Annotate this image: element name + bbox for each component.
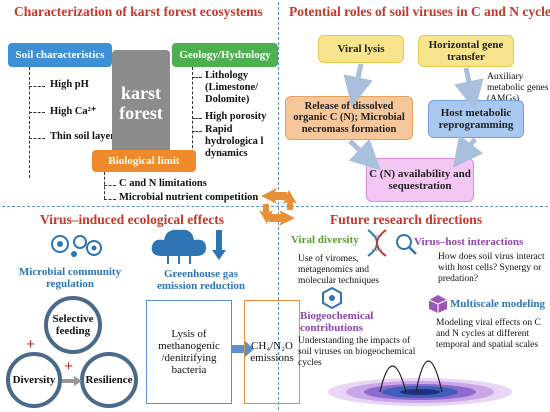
q3-title: Virus–induced ecological effects: [40, 212, 224, 227]
soil-connector: [29, 67, 30, 178]
plus-sign: +: [64, 358, 74, 375]
microbial-community-label: Microbial community regulation: [18, 266, 122, 290]
karst-forest-box: karst forest: [112, 50, 170, 158]
geo-item: High porosity: [205, 111, 267, 122]
plus-sign: +: [26, 336, 36, 353]
viral-diversity-title: Viral diversity: [291, 234, 359, 246]
selective-feeding-circle: Selective feeding: [44, 296, 102, 354]
arrow-icon: [232, 340, 254, 358]
soil-item: Thin soil layers: [50, 131, 119, 142]
multiscale-text: Modeling viral effects on C and N cycles…: [436, 318, 541, 350]
cloud-icon: [151, 229, 226, 264]
arrow-icon: [62, 376, 82, 386]
cycle-arrows-icon: [259, 188, 297, 226]
geology-hydrology-box: Geology/Hydrology: [172, 43, 278, 67]
q1-title: Characterization of karst forest ecosyst…: [14, 4, 263, 19]
amg-label: Auxiliary metabolic genes (AMGs): [487, 72, 549, 104]
virus-host-title: Virus–host interactions: [414, 236, 524, 248]
release-doc-box: Release of dissolved organic C (N); Micr…: [285, 96, 413, 140]
horizontal-gene-transfer-box: Horizontal gene transfer: [418, 35, 514, 67]
biogeochemical-title: Biogeochemical contributions: [300, 310, 374, 334]
soil-characteristics-box: Soil characteristics: [8, 43, 112, 67]
dna-icon: [367, 229, 387, 257]
viral-diversity-text: Use of viromes, metagenomics and molecul…: [298, 254, 379, 286]
biogeochemical-text: Understanding the impacts of soil viruse…: [298, 336, 416, 368]
magnifier-icon: [396, 234, 417, 255]
viral-lysis-box: Viral lysis: [318, 35, 404, 63]
divider-horizontal: [2, 206, 548, 207]
geo-item: Lithology (Limestone/ Dolomite): [205, 70, 259, 106]
multiscale-rings-icon: [328, 360, 512, 406]
diversity-circle: Diversity: [6, 352, 62, 408]
emissions-box: CH₄/N₂O emissions: [244, 300, 300, 404]
bio-item: C and N limitations: [119, 178, 207, 189]
lysis-box: Lysis of methanogenic /denitrifying bact…: [146, 300, 232, 404]
geo-connector: [192, 67, 193, 153]
multiscale-title: Multiscale modeling: [450, 298, 546, 310]
soil-item: High pH: [50, 79, 89, 90]
ghg-reduction-label: Greenhouse gas emission reduction: [156, 268, 246, 292]
molecule-icon: [322, 286, 342, 310]
host-reprogramming-box: Host metabolic reprogramming: [428, 100, 524, 138]
cube-icon: [428, 295, 448, 313]
virus-host-text: How does soil virus interact with host c…: [438, 252, 545, 284]
bio-item: Microbial nutrient competition: [119, 192, 259, 203]
soil-item: High Ca²⁺: [50, 106, 97, 117]
cn-availability-box: C (N) availability and sequestration: [366, 158, 474, 202]
q2-title: Potential roles of soil viruses in C and…: [289, 4, 550, 19]
geo-item: Rapid hydrologica l dynamics: [205, 124, 264, 160]
resilience-circle: Resilience: [80, 352, 138, 408]
q4-title: Future research directions: [330, 212, 482, 227]
virus-cluster-icon: [51, 235, 102, 257]
biological-limit-box: Biological limit: [92, 150, 196, 172]
